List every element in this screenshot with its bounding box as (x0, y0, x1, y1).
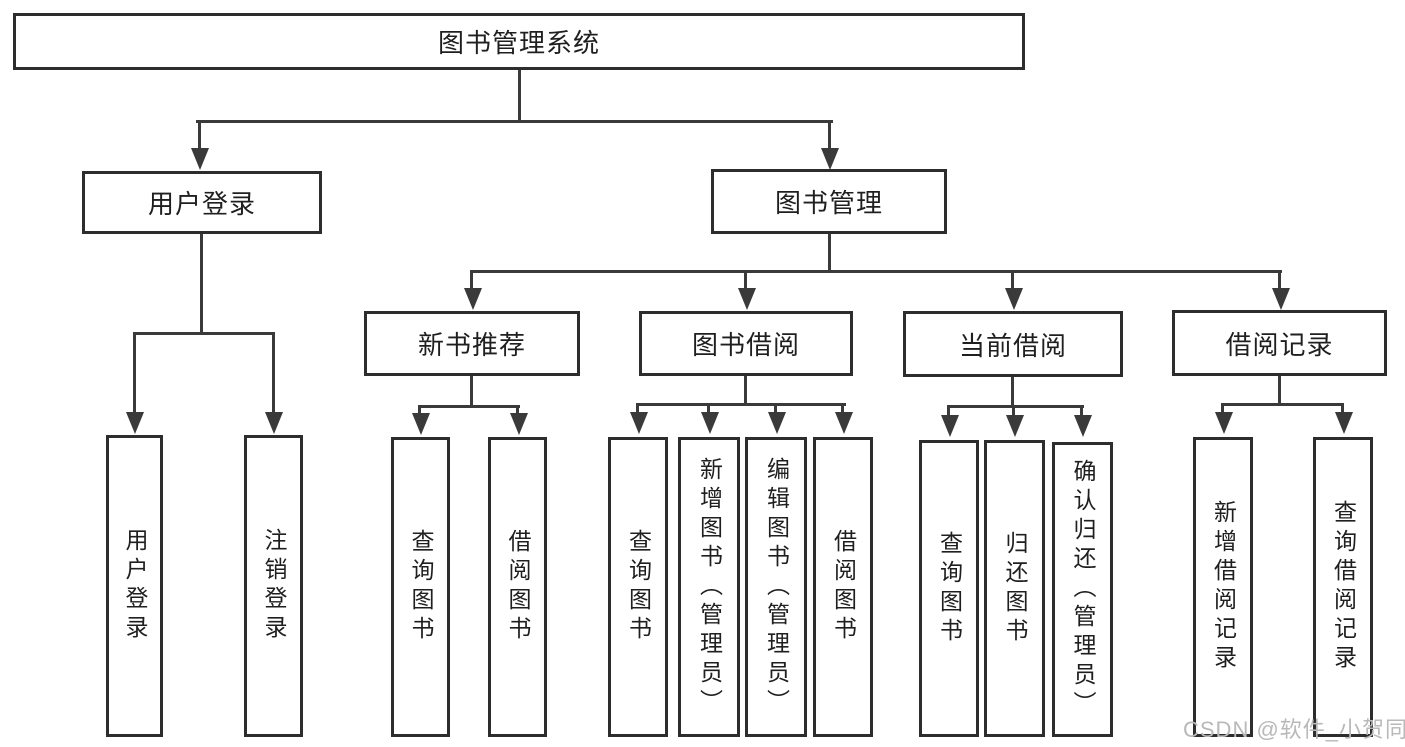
node-label: 编辑图书（管理员） (763, 456, 790, 718)
csdn-watermark: CSDN @软件_小贺同学 (1183, 717, 1405, 742)
connector-drop (516, 405, 519, 415)
connector-stem (1278, 376, 1281, 405)
arrowhead-down-icon (738, 288, 756, 310)
node-borrow-books: 借阅图书 (488, 437, 547, 737)
node-query-borrow-record: 查询借阅记录 (1313, 437, 1373, 737)
node-query-books: 查询图书 (919, 440, 979, 737)
node-label: 图书借阅 (691, 330, 800, 360)
node-return-books: 归还图书 (984, 440, 1045, 737)
arrowhead-down-icon (1215, 412, 1233, 434)
connector-drop (272, 332, 275, 413)
arrowhead-down-icon (265, 412, 283, 434)
node-label: 新增借阅记录 (1210, 500, 1237, 674)
node-label: 查询图书 (936, 530, 963, 647)
arrowhead-down-icon (821, 148, 839, 170)
arrowhead-down-icon (941, 415, 959, 437)
connector-rail (134, 332, 275, 335)
connector-drop (1341, 403, 1344, 414)
connector-stem (470, 376, 473, 407)
connector-drop (707, 403, 710, 414)
arrowhead-down-icon (1006, 415, 1024, 437)
connector-rail (948, 405, 1084, 408)
connector-rail (1222, 403, 1344, 406)
connector-stem (1011, 377, 1014, 407)
node-book-management: 图书管理 (711, 169, 947, 234)
connector-drop (418, 405, 421, 415)
arrowhead-down-icon (701, 412, 719, 434)
node-library-management-system: 图书管理系统 (13, 13, 1025, 70)
node-label: 当前借阅 (958, 330, 1067, 361)
node-user-login: 用户登录 (82, 171, 322, 234)
connector-drop (470, 270, 473, 290)
arrowhead-down-icon (630, 412, 648, 434)
node-current-borrowing: 当前借阅 (903, 311, 1123, 377)
node-label: 图书管理 (774, 188, 883, 218)
node-label: 用户登录 (122, 528, 148, 644)
arrowhead-down-icon (1074, 415, 1092, 437)
arrowhead-down-icon (191, 148, 209, 170)
node-label: 归还图书 (1002, 530, 1028, 647)
node-borrow-books: 借阅图书 (813, 437, 873, 737)
node-query-books: 查询图书 (608, 437, 668, 737)
node-add-book-admin: 新增图书（管理员） (678, 437, 740, 737)
arrowhead-down-icon (510, 413, 528, 435)
connector-drop (1012, 405, 1015, 417)
node-edit-book-admin: 编辑图书（管理员） (745, 437, 807, 737)
connector-rail (419, 405, 520, 408)
node-label: 确认归还（管理员） (1070, 459, 1096, 720)
connector-rail (637, 403, 846, 406)
node-label: 用户登录 (147, 189, 256, 219)
connector-drop (198, 120, 201, 150)
arrowhead-down-icon (412, 413, 430, 435)
connector-drop (841, 403, 844, 414)
node-label: 新增图书（管理员） (696, 456, 723, 718)
connector-rail (470, 270, 1282, 273)
node-label: 图书管理系统 (437, 28, 600, 58)
node-user-login-action: 用户登录 (106, 435, 163, 737)
node-label: 注销登录 (261, 528, 287, 644)
arrowhead-down-icon (1005, 288, 1023, 310)
arrowhead-down-icon (126, 412, 144, 434)
connector-rail (196, 120, 833, 123)
node-logout-action: 注销登录 (244, 435, 303, 737)
node-confirm-return-admin: 确认归还（管理员） (1052, 442, 1113, 737)
node-label: 查询图书 (408, 529, 434, 645)
connector-stem (744, 376, 747, 405)
connector-drop (1011, 270, 1014, 290)
connector-drop (774, 403, 777, 414)
node-label: 借阅图书 (830, 529, 857, 645)
node-label: 查询图书 (625, 529, 652, 645)
node-label: 借阅记录 (1225, 329, 1334, 360)
connector-stem (828, 234, 831, 272)
connector-stem (200, 234, 203, 334)
node-label: 新书推荐 (417, 330, 526, 360)
connector-drop (744, 270, 747, 290)
connector-drop (828, 120, 831, 150)
node-label: 查询借阅记录 (1330, 500, 1357, 674)
connector-drop (947, 405, 950, 417)
node-label: 借阅图书 (505, 529, 531, 645)
arrowhead-down-icon (464, 288, 482, 310)
arrowhead-down-icon (835, 412, 853, 434)
node-new-book-recommend: 新书推荐 (364, 311, 580, 376)
connector-stem (518, 70, 521, 120)
node-book-borrowing: 图书借阅 (639, 311, 853, 376)
arrowhead-down-icon (768, 412, 786, 434)
arrowhead-down-icon (1272, 288, 1290, 310)
connector-drop (636, 403, 639, 414)
node-query-books: 查询图书 (391, 437, 450, 737)
node-borrowing-records: 借阅记录 (1172, 310, 1387, 376)
arrowhead-down-icon (1335, 412, 1353, 434)
connector-drop (1221, 403, 1224, 414)
connector-drop (1080, 405, 1083, 417)
connector-drop (133, 332, 136, 413)
connector-drop (1278, 270, 1281, 290)
node-add-borrow-record: 新增借阅记录 (1193, 437, 1253, 737)
